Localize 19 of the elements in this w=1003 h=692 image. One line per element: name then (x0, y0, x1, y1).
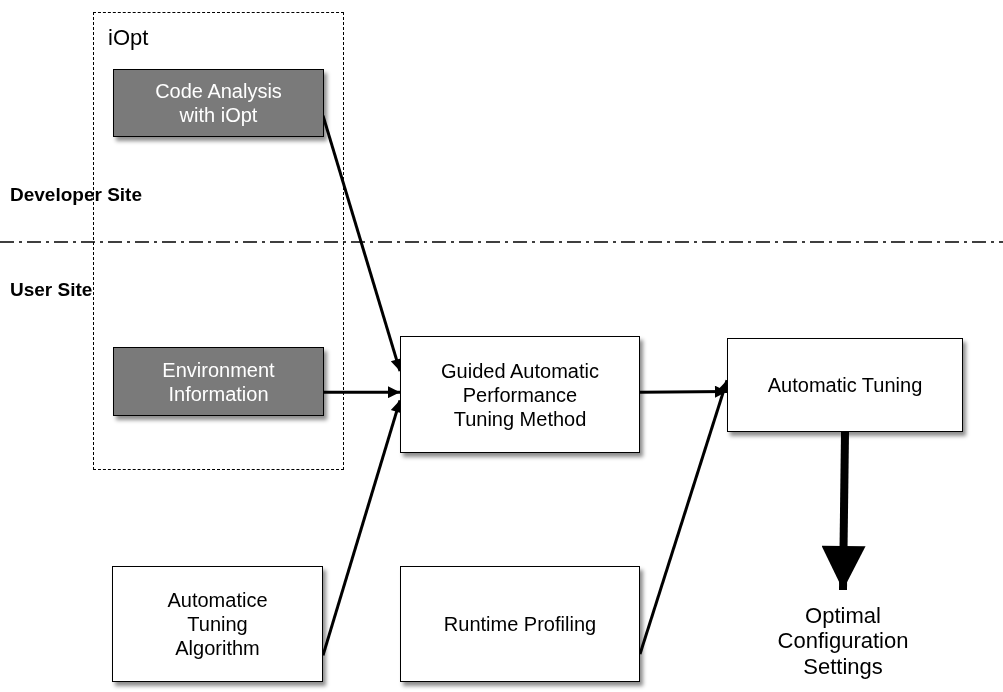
box-text: Automatice Tuning Algorithm (166, 588, 269, 660)
box-text: Guided Automatic Performance Tuning Method (440, 358, 600, 431)
thick-arrow (821, 431, 866, 591)
arrow (640, 385, 727, 398)
box-text: Environment Information (161, 357, 276, 406)
site-label: Developer Site (10, 184, 142, 206)
process-box (113, 347, 324, 416)
process-box (400, 336, 640, 453)
output-text: Optimal Configuration Settings (753, 590, 933, 692)
arrow (323, 386, 400, 399)
process-box (400, 566, 640, 682)
group-title: iOpt (108, 25, 149, 51)
process-box (113, 69, 324, 137)
box-text: Automatic Tuning (767, 373, 923, 397)
box-text: Runtime Profiling (443, 612, 597, 636)
process-box (112, 566, 323, 682)
process-box (727, 338, 963, 432)
box-text: Code Analysis with iOpt (154, 79, 283, 127)
site-label: User Site (10, 279, 93, 301)
